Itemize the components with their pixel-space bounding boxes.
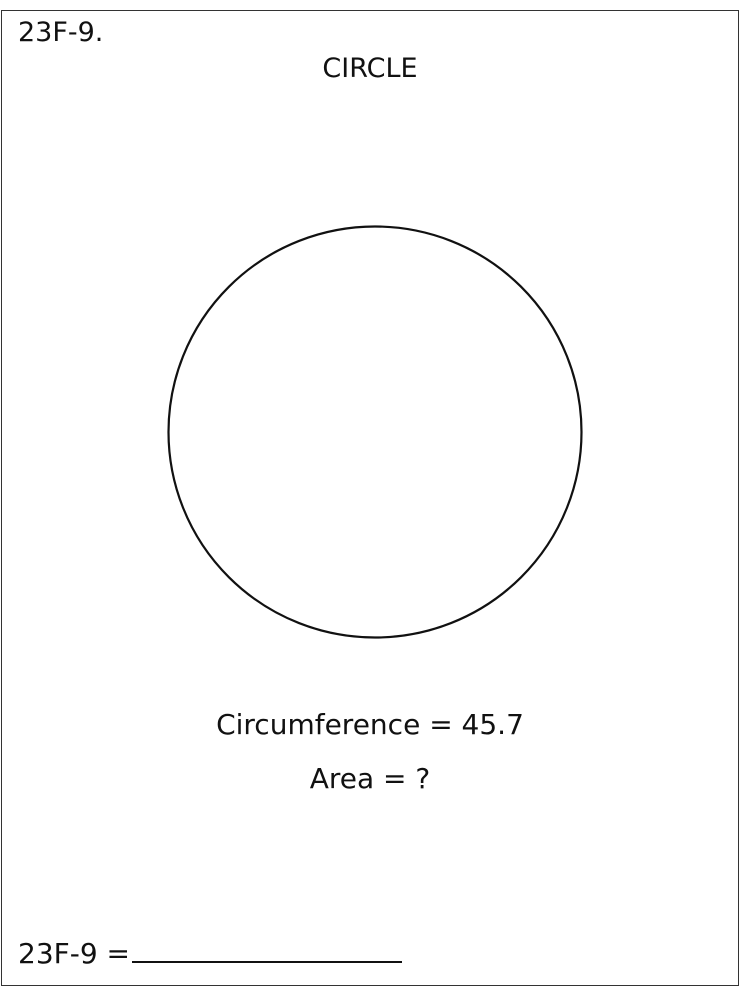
circumference-label: Circumference = 45.7 — [216, 708, 524, 741]
area-label: Area = ? — [309, 762, 431, 795]
shape-title: CIRCLE — [322, 53, 418, 84]
circle-outline — [167, 225, 583, 639]
circle-figure — [167, 225, 583, 639]
worksheet-card: 23F-9. CIRCLE Circumference = 45.7 Area … — [1, 10, 739, 986]
answer-blank[interactable] — [132, 933, 403, 963]
answer-row: 23F-9 = — [18, 933, 403, 971]
problem-id: 23F-9. — [18, 17, 104, 48]
answer-prefix: 23F-9 = — [18, 937, 131, 970]
